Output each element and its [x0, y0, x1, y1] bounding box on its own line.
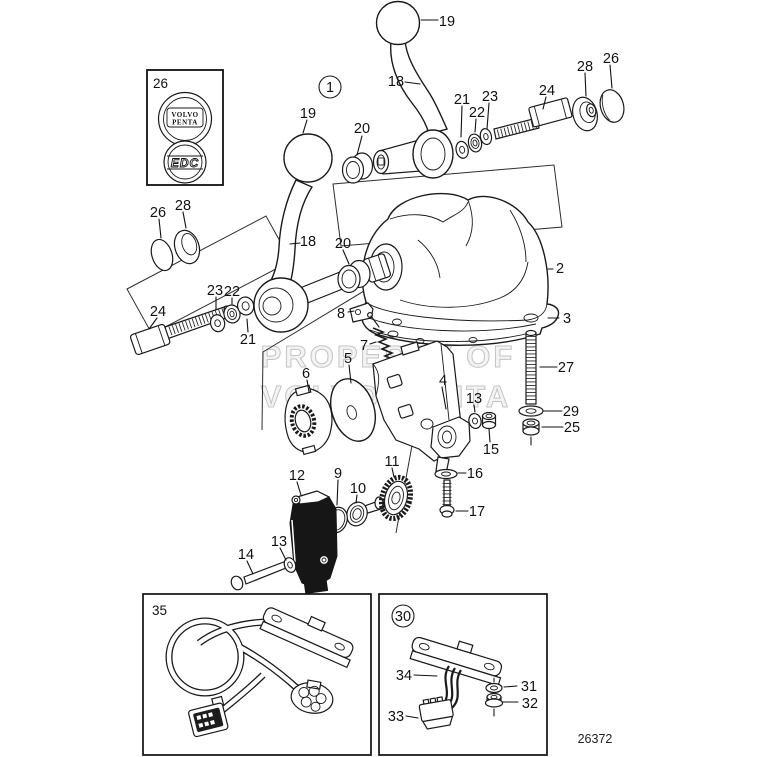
callout-stud27: 27	[558, 360, 574, 376]
callout-oring9: 9	[334, 466, 342, 482]
callout-knob-top: 19	[439, 14, 455, 30]
top-knob-19	[375, 0, 421, 46]
callout-nut25: 25	[564, 420, 580, 436]
edc-badge: EDC	[163, 140, 207, 184]
callout-washer31: 31	[521, 679, 537, 695]
callout-spacer24-left: 24	[150, 304, 166, 320]
washer-31	[485, 677, 503, 694]
housing-cover	[360, 192, 560, 346]
callout-bushing20-top: 20	[354, 121, 370, 137]
callout-bolt14: 14	[238, 547, 254, 563]
callout-bushing28-top: 28	[577, 59, 593, 75]
top-bushing-28	[572, 96, 598, 132]
callout-seal10: 10	[350, 481, 366, 497]
seal-10	[346, 501, 368, 527]
sensor-bar-35	[259, 607, 354, 669]
left-washers	[209, 296, 255, 333]
round-connector	[290, 679, 334, 714]
washer-13-lower	[283, 557, 297, 573]
pin-connector	[188, 695, 229, 738]
nut-15	[481, 411, 497, 430]
callout-washer13-lower: 13	[271, 534, 287, 550]
callout-potentiometer12: 12	[289, 468, 305, 484]
edc-badge-text: EDC	[171, 156, 199, 170]
washer-16	[434, 468, 458, 480]
volvo-badge-text-2: PENTA	[172, 119, 198, 127]
top-screw-24	[493, 97, 573, 140]
nut-25	[522, 418, 540, 446]
callout-inset30: 30	[395, 609, 411, 625]
callout-washer29: 29	[563, 404, 579, 420]
callout-labels: 19 18 20 21 22 23 24 28 26 26 28 24 23 2…	[150, 14, 619, 725]
badge-panel: 26 VOLVO PENTA EDC	[146, 69, 224, 186]
volvo-penta-badge: VOLVO PENTA	[157, 91, 213, 147]
callout-housing2: 2	[556, 261, 564, 277]
callout-clip8: 8	[337, 306, 345, 322]
pivot-block	[430, 416, 471, 475]
callout-gearwheel11: 11	[384, 454, 399, 470]
top-bushing-20	[341, 152, 374, 184]
callout-cap26-top: 26	[603, 51, 619, 67]
stud-27	[525, 329, 537, 405]
callout-nut32: 32	[522, 696, 538, 712]
top-hub-and-tube	[372, 129, 454, 179]
inset-box-30: 30	[378, 593, 548, 756]
top-lever-18	[375, 0, 448, 135]
callout-washer16: 16	[467, 466, 483, 482]
mid-bushing-20	[337, 259, 371, 294]
callout-bushing28-left: 28	[175, 198, 191, 214]
left-knob-19	[283, 133, 333, 183]
callout-washer13-upper: 13	[466, 391, 482, 407]
spring-7	[372, 327, 398, 364]
left-hub	[253, 277, 309, 333]
left-bushing-28	[173, 229, 201, 265]
clip-8	[349, 302, 380, 328]
inset-box-35: 35	[142, 593, 372, 756]
callout-washer22-left: 22	[224, 284, 240, 300]
leader-lines	[148, 19, 613, 719]
washer-13-upper	[468, 412, 482, 430]
callout-washer21-left: 21	[240, 332, 256, 348]
left-cap-26	[150, 238, 174, 272]
bolt-14	[230, 559, 292, 591]
assembly-ref-1: 1	[318, 75, 342, 99]
disc-5	[330, 378, 376, 442]
top-cap-26	[599, 89, 625, 123]
callout-spacer24-top: 24	[539, 83, 555, 99]
left-screw-24	[129, 305, 231, 356]
callout-cap26-left: 26	[150, 205, 166, 221]
sensor-bar-30	[409, 636, 503, 687]
callout-gasket3: 3	[563, 311, 571, 327]
callout-nut15: 15	[483, 442, 499, 458]
callout-spring7: 7	[360, 338, 368, 354]
gear-segment-6	[284, 384, 333, 456]
callout-lever-top: 18	[388, 74, 404, 90]
callout-knob-left: 19	[300, 106, 316, 122]
drawing-number: 26372	[578, 732, 613, 746]
callout-connector33: 33	[388, 709, 404, 725]
callout-inset35: 35	[152, 603, 167, 618]
nut-32	[484, 692, 504, 717]
callout-assembly1: 1	[326, 80, 334, 96]
potentiometer-12	[289, 490, 338, 595]
connector-33	[418, 696, 454, 730]
screw-17	[439, 479, 455, 518]
callout-gear6: 6	[302, 366, 310, 382]
volvo-badge-text-1: VOLVO	[171, 111, 198, 119]
left-lever-18	[267, 133, 333, 296]
top-washers	[455, 128, 493, 159]
callout-bracket4: 4	[439, 373, 447, 389]
callout-harness34: 34	[396, 668, 412, 684]
callout-washer21-top: 21	[454, 92, 470, 108]
callout-bushing20-mid: 20	[335, 236, 351, 252]
callout-badge-panel: 26	[153, 76, 168, 91]
washer-29	[518, 405, 544, 417]
callout-lever-left: 18	[300, 234, 316, 250]
callout-washer23-top: 23	[482, 89, 498, 105]
callout-washer23-left: 23	[207, 283, 223, 299]
callout-washer22-top: 22	[469, 105, 485, 121]
callout-screw17: 17	[469, 504, 485, 520]
callout-disc5: 5	[344, 351, 352, 367]
